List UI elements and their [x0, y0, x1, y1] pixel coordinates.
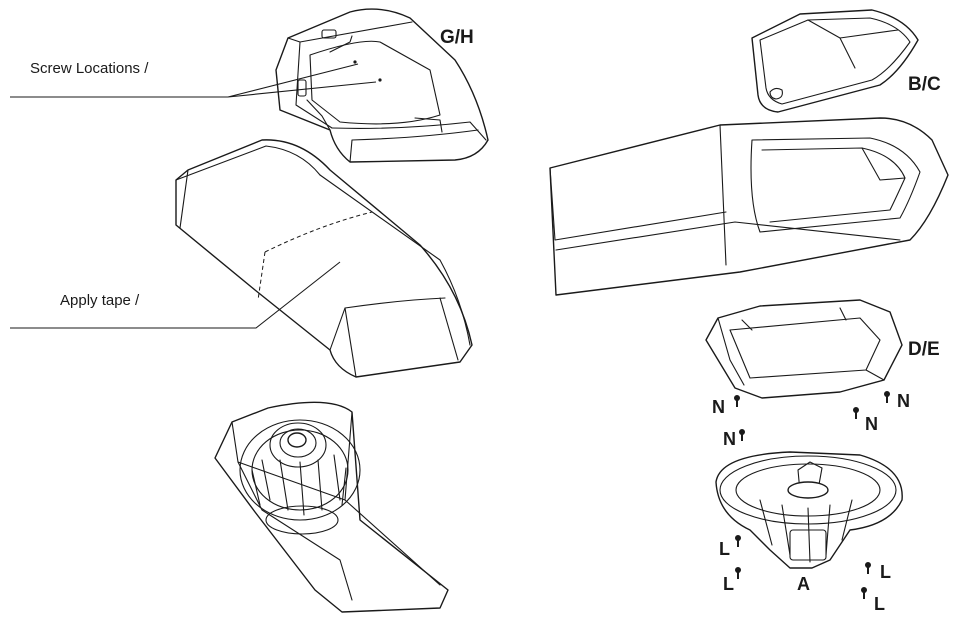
screw-n-3 — [853, 407, 859, 419]
label-bc: B/C — [908, 74, 941, 95]
screw-l-3 — [865, 562, 871, 574]
screw-l-2 — [735, 567, 741, 579]
label-n-1: N — [712, 397, 725, 417]
screw-locations-note: Screw Locations / — [30, 60, 149, 77]
apply-tape-leader — [10, 261, 341, 329]
screw-n-4 — [739, 429, 745, 441]
screw-l-4 — [861, 587, 867, 599]
label-n-2: N — [897, 391, 910, 411]
label-l-3: L — [880, 562, 891, 582]
label-gh: G/H — [440, 27, 474, 48]
label-de: D/E — [908, 339, 940, 360]
screw-n-2 — [884, 391, 890, 403]
speaker-housing-pod — [214, 401, 449, 613]
screw-n-1 — [734, 395, 740, 407]
screw-locations-leader — [10, 63, 377, 98]
label-l-2: L — [723, 574, 734, 594]
screw-l-1 — [735, 535, 741, 547]
mounting-ring-de — [705, 299, 903, 399]
label-n-3: N — [865, 414, 878, 434]
lid-bc — [751, 9, 919, 113]
grille-cover-gh — [275, 8, 489, 163]
apply-tape-note: Apply tape / — [60, 292, 140, 309]
label-l-4: L — [874, 594, 885, 614]
enclosure-tube — [549, 117, 949, 296]
label-l-1: L — [719, 539, 730, 559]
label-n-4: N — [723, 429, 736, 449]
oval-speaker-a — [715, 451, 903, 569]
label-a: A — [797, 574, 810, 594]
enclosure-cap — [175, 139, 473, 378]
